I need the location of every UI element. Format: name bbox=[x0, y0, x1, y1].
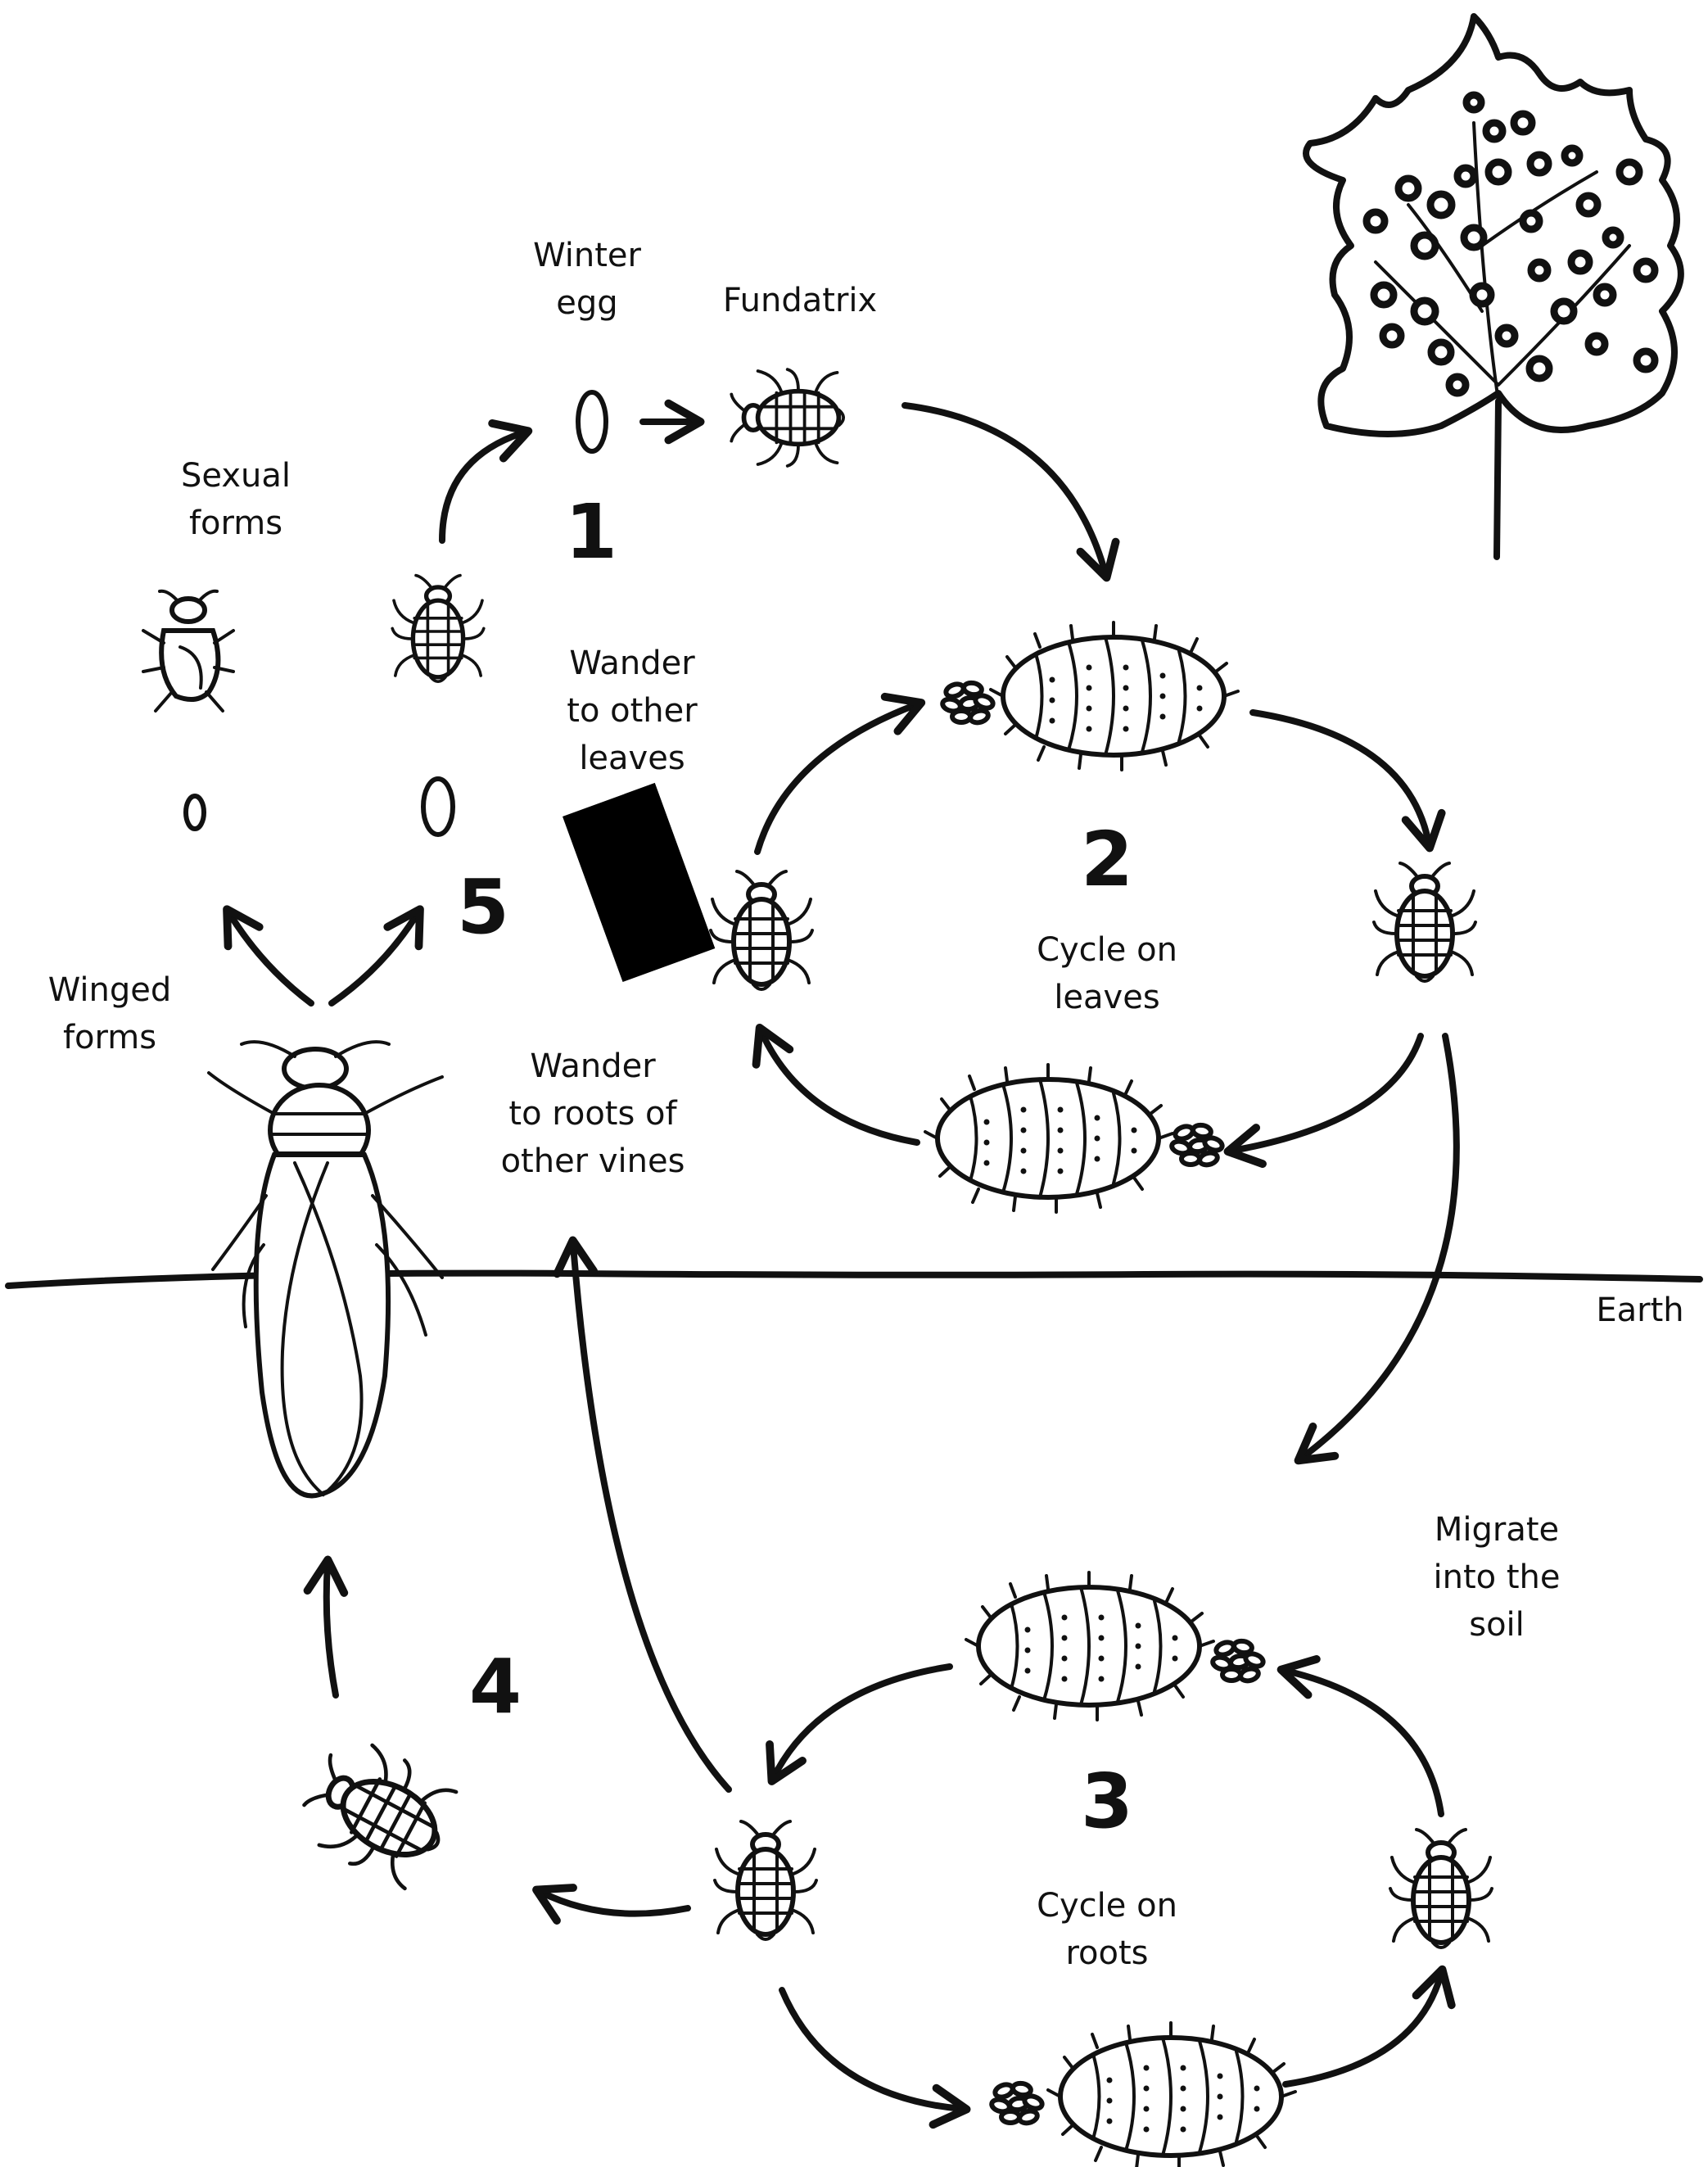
stage-number-2: 2 bbox=[1081, 819, 1133, 901]
winter-egg-icon bbox=[578, 392, 606, 451]
winged-adult-icon bbox=[209, 1042, 442, 1495]
egg-small-left-icon bbox=[186, 796, 204, 829]
root-gall-bottom-icon bbox=[1048, 2023, 1295, 2167]
arrow-root-nymph-to-stage4 bbox=[540, 1892, 688, 1914]
leaf-gall-top-icon bbox=[991, 622, 1238, 770]
label-cycle-on-leaves: Cycle on leaves bbox=[1037, 926, 1177, 1021]
label-sexual-forms: Sexual forms bbox=[181, 452, 291, 547]
label-winter-egg: Winter egg bbox=[533, 232, 641, 327]
sexual-female-icon bbox=[392, 576, 484, 682]
root-eggs-top-icon bbox=[1212, 1640, 1265, 1682]
label-fundatrix: Fundatrix bbox=[723, 277, 877, 324]
label-earth: Earth bbox=[1596, 1287, 1683, 1334]
arrow-root-nymph-to-gall-top bbox=[1286, 1671, 1441, 1814]
arrow-root-nymph-to-gall-bottom bbox=[782, 1990, 962, 2109]
nymph-stage4-icon bbox=[290, 1729, 464, 1896]
stage-number-1: 1 bbox=[565, 491, 617, 573]
stage-number-4: 4 bbox=[469, 1646, 522, 1728]
label-cycle-on-roots: Cycle on roots bbox=[1037, 1882, 1177, 1977]
egg-small-right-icon bbox=[423, 779, 453, 835]
leaf-eggs-bottom-icon bbox=[1171, 1124, 1224, 1166]
redaction-block bbox=[563, 783, 715, 982]
arrow-stage4-to-winged bbox=[327, 1564, 336, 1695]
arrow-leaf-gall-to-nymph-left bbox=[761, 1032, 917, 1142]
leaf-eggs-top-icon bbox=[942, 681, 995, 724]
sexual-male-icon bbox=[143, 591, 233, 711]
stage-number-5: 5 bbox=[457, 866, 509, 948]
label-wander-to-roots: Wander to roots of other vines bbox=[501, 1043, 685, 1185]
root-nymph-left-icon bbox=[715, 1821, 816, 1939]
stage-number-3: 3 bbox=[1081, 1761, 1133, 1843]
arrow-leaf-nymph-to-gall-bottom bbox=[1232, 1036, 1421, 1151]
arrow-winged-to-sexual-left bbox=[229, 913, 311, 1003]
grape-leaf-with-galls bbox=[1306, 16, 1681, 557]
leaf-nymph-left-icon bbox=[711, 871, 812, 989]
fundatrix-icon bbox=[731, 369, 843, 466]
arrow-leaf-gall-to-nymph-right bbox=[1253, 713, 1429, 844]
root-nymph-right-icon bbox=[1390, 1830, 1492, 1948]
arrow-leaf-nymph-to-gall-top bbox=[757, 704, 917, 852]
arrow-winged-to-sexual-right bbox=[332, 913, 418, 1003]
label-winged-forms: Winged forms bbox=[48, 966, 172, 1061]
label-wander-to-other-leaves: Wander to other leaves bbox=[567, 640, 697, 782]
leaf-gall-bottom-icon bbox=[925, 1065, 1173, 1212]
root-eggs-bottom-icon bbox=[991, 2082, 1044, 2124]
label-migrate-into-soil: Migrate into the soil bbox=[1434, 1506, 1561, 1649]
root-gall-top-icon bbox=[966, 1572, 1213, 1720]
arrow-root-gall-to-nymph-left bbox=[774, 1667, 950, 1777]
arrow-wander-to-roots bbox=[573, 1245, 729, 1789]
leaf-nymph-right-icon bbox=[1374, 863, 1475, 981]
arrow-root-gall-to-nymph-right bbox=[1286, 1974, 1441, 2084]
arrow-fundatrix-to-leaves bbox=[905, 405, 1105, 573]
arrow-migrate-into-soil bbox=[1302, 1036, 1457, 1458]
arrow-sexual-to-egg bbox=[442, 432, 524, 541]
